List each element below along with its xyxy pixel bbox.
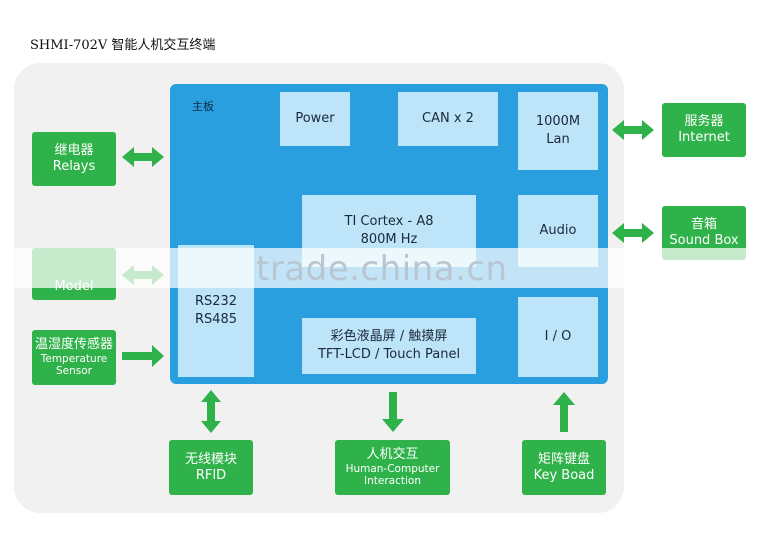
relays-label-en: Relays: [52, 159, 96, 174]
io-label: I / O: [544, 329, 572, 345]
rfid-double-arrow: [201, 390, 221, 433]
keyboard-box: 矩阵键盘 Key Boad: [522, 440, 606, 495]
speaker-label-zh: 音箱: [690, 217, 717, 233]
temperature-label-en-2: Sensor: [56, 365, 92, 378]
server-label-zh: 服务器: [684, 114, 724, 130]
temperature-sensor-box: 温湿度传感器 Temperature Sensor: [32, 330, 116, 385]
relays-double-arrow: [122, 147, 164, 167]
lan-label-line1: 1000M: [535, 114, 581, 130]
cpu-label-line1: TI Cortex - A8: [344, 214, 434, 230]
speaker-label-en: Sound Box: [669, 233, 739, 248]
watermark: trade.china.cn: [256, 249, 508, 289]
lcd-label-line1: 彩色液晶屏 / 触摸屏: [330, 329, 448, 345]
server-double-arrow: [612, 120, 654, 140]
io-block: I / O: [518, 297, 598, 377]
lan-label-line2: Lan: [546, 132, 570, 147]
diagram-title: SHMI-702V 智能人机交互终端: [30, 38, 216, 53]
lan-block: 1000M Lan: [518, 92, 598, 170]
serial-label-line1: RS232: [194, 294, 238, 310]
temperature-arrow: [122, 345, 164, 367]
watermark-band: [0, 248, 760, 288]
lcd-block: 彩色液晶屏 / 触摸屏 TFT-LCD / Touch Panel: [302, 318, 476, 374]
hci-label-zh: 人机交互: [366, 447, 419, 463]
audio-label: Audio: [539, 223, 577, 239]
power-block: Power: [280, 92, 350, 146]
can-label: CAN x 2: [422, 111, 474, 127]
hci-label-en-2: Interaction: [364, 475, 421, 488]
server-label-en: Internet: [678, 130, 730, 145]
power-label: Power: [295, 111, 335, 127]
mainboard-label: 主板: [192, 100, 214, 113]
speaker-double-arrow: [612, 223, 654, 243]
server-box: 服务器 Internet: [662, 103, 746, 157]
keyboard-label-en: Key Boad: [533, 467, 595, 483]
keyboard-label-zh: 矩阵键盘: [537, 451, 590, 467]
hci-box: 人机交互 Human-Computer Interaction: [335, 440, 450, 495]
relays-box: 继电器 Relays: [32, 132, 116, 186]
cpu-label-line2: 800M Hz: [360, 232, 418, 247]
temperature-label-zh: 温湿度传感器: [34, 337, 113, 353]
can-block: CAN x 2: [398, 92, 498, 146]
serial-label-line2: RS485: [194, 312, 238, 327]
rfid-label-zh: 无线模块: [184, 451, 237, 467]
keyboard-arrow: [553, 392, 575, 432]
hci-arrow: [382, 392, 404, 432]
rfid-box: 无线模块 RFID: [169, 440, 253, 495]
hci-label-en-1: Human-Computer: [345, 462, 440, 475]
relays-label-zh: 继电器: [54, 143, 94, 159]
temperature-label-en-1: Temperature: [40, 352, 108, 365]
rfid-label-en: RFID: [195, 467, 227, 483]
lcd-label-line2: TFT-LCD / Touch Panel: [317, 347, 461, 362]
